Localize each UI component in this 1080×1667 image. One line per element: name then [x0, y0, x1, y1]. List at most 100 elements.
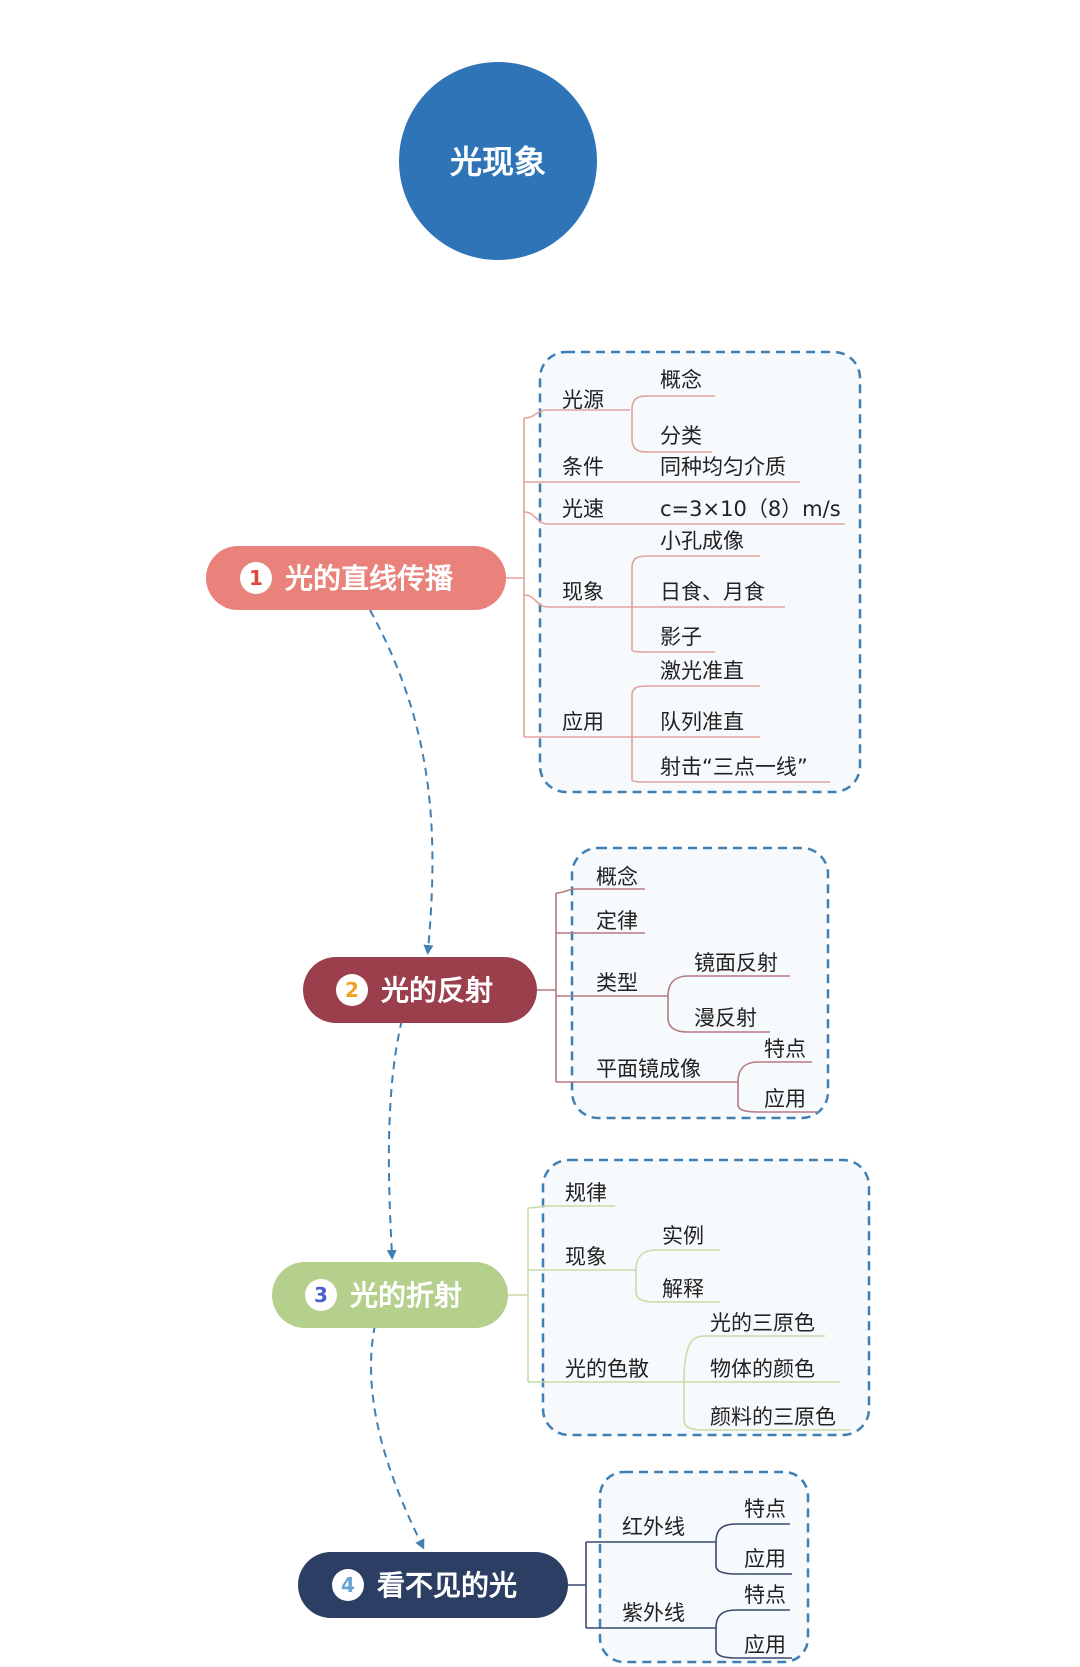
- b1-rishi-label: 日食、月食: [660, 580, 765, 604]
- branch-1-lines: [506, 395, 845, 783]
- b1-jiezhi-label: 同种均匀介质: [660, 455, 786, 479]
- branch-2-trunk: [537, 893, 557, 1082]
- group-boxes: [538, 350, 871, 1664]
- b3-shili-label: 实例: [662, 1224, 704, 1248]
- root-label: 光现象: [450, 143, 546, 181]
- branch-4-trunk: [568, 1542, 587, 1628]
- branch-2-labels: 概念 定律 类型 镜面反射 漫反射 平面镜成像 特点 应用: [596, 865, 806, 1111]
- branch-3-number-badge: [305, 1279, 337, 1311]
- b1-xiaokong-label: 小孔成像: [660, 529, 744, 553]
- branch-3: 3 光的折射 规律 现象 实例 解释 光的色散 光的三原色 物体的颜色 颜料的三…: [272, 1181, 850, 1431]
- b3-edge-guilv: [527, 1205, 615, 1209]
- branch-4-lines: [568, 1523, 792, 1659]
- branch-connectors: [369, 609, 434, 1550]
- b2-gainian-label: 概念: [596, 865, 638, 889]
- b1-guangyuan-label: 光源: [562, 388, 604, 412]
- b2-tedian-label: 特点: [764, 1037, 806, 1061]
- b4-ziwai-tedian-label: 特点: [744, 1583, 786, 1607]
- b3-guang-sanyuanse-label: 光的三原色: [710, 1311, 815, 1335]
- b2-edge-gainian: [555, 888, 645, 894]
- b3-xianxiang-label: 现象: [565, 1245, 607, 1269]
- b3-sesan-label: 光的色散: [565, 1357, 649, 1381]
- branch-4: 4 看不见的光 红外线 特点 应用 紫外线 特点 应用: [298, 1497, 792, 1659]
- branch-4-label: 看不见的光: [377, 1569, 517, 1602]
- b1-fenlei-label: 分类: [660, 424, 702, 448]
- connector-3-4: [370, 1324, 425, 1550]
- b4-sub-hongwai: [715, 1523, 792, 1575]
- branch-2-lines: [537, 888, 818, 1113]
- branch-3-pill-bg: [272, 1262, 508, 1328]
- b1-sudu-label: c=3×10（8）m/s: [660, 497, 841, 521]
- b2-jingmian-label: 镜面反射: [694, 951, 778, 975]
- b1-duilie-label: 队列准直: [660, 710, 744, 734]
- branch-1: 1 光的直线传播 光源 概念 分类 条件 同种均匀介质 光速 c=3×10（8）…: [206, 368, 845, 783]
- branch-3-labels: 规律 现象 实例 解释 光的色散 光的三原色 物体的颜色 颜料的三原色: [565, 1181, 836, 1429]
- b4-ziwai-label: 紫外线: [622, 1601, 685, 1625]
- branch-4-labels: 红外线 特点 应用 紫外线 特点 应用: [622, 1497, 786, 1657]
- branch-4-pill[interactable]: 4 看不见的光: [298, 1552, 568, 1618]
- b2-yingyong-label: 应用: [764, 1087, 806, 1111]
- branch-3-number: 3: [314, 1283, 328, 1307]
- connector-1-2: [369, 609, 434, 955]
- branch-4-number-badge: [332, 1569, 364, 1601]
- branch-2-label: 光的反射: [380, 974, 493, 1007]
- b1-sub-xianxiang: [630, 555, 785, 653]
- b2-manfanshe-label: 漫反射: [694, 1006, 757, 1030]
- b3-sub-sesan: [683, 1335, 850, 1431]
- branch-2-number: 2: [345, 978, 359, 1002]
- branch-1-trunk: [506, 418, 525, 737]
- b2-dinglv-label: 定律: [596, 909, 638, 933]
- branch-2-pill[interactable]: 2 光的反射: [303, 957, 537, 1023]
- b1-yingyong-label: 应用: [562, 710, 604, 734]
- b3-yanliao-sanyuanse-label: 颜料的三原色: [710, 1405, 836, 1429]
- branch-4-number: 4: [341, 1573, 355, 1597]
- b4-hongwai-yingyong-label: 应用: [744, 1547, 786, 1571]
- b1-sub-yingyong: [630, 685, 830, 783]
- branch-1-pill[interactable]: 1 光的直线传播: [206, 546, 506, 610]
- b4-ziwai-yingyong-label: 应用: [744, 1633, 786, 1657]
- b4-sub-ziwai: [715, 1609, 792, 1659]
- branch-1-label: 光的直线传播: [284, 562, 454, 595]
- b2-leixing-label: 类型: [596, 971, 638, 995]
- branch-2: 2 光的反射 概念 定律 类型 镜面反射 漫反射 平面镜成像 特点 应用: [303, 865, 818, 1113]
- group-box-1: [538, 350, 862, 794]
- b1-sheji-label: 射击“三点一线”: [660, 755, 808, 779]
- b4-hongwai-label: 红外线: [622, 1515, 685, 1539]
- b1-sub-guangyuan: [631, 395, 715, 453]
- b2-pingmian-label: 平面镜成像: [596, 1057, 701, 1081]
- branch-3-pill[interactable]: 3 光的折射: [272, 1262, 508, 1328]
- b2-sub-pingmian: [737, 1061, 818, 1113]
- b1-xianxiang-label: 现象: [562, 580, 604, 604]
- b3-guilv-label: 规律: [565, 1181, 607, 1205]
- b3-jieshi-label: 解释: [662, 1277, 704, 1301]
- root-node[interactable]: 光现象: [399, 62, 597, 260]
- b2-sub-leixing: [667, 975, 790, 1033]
- branch-4-pill-bg: [298, 1552, 568, 1618]
- group-box-3: [541, 1158, 871, 1437]
- b1-edge-xianxiang: [523, 594, 630, 608]
- b3-wuti-yanse-label: 物体的颜色: [710, 1357, 815, 1381]
- branch-1-number: 1: [249, 566, 263, 590]
- connector-2-3: [386, 1019, 403, 1260]
- branch-3-trunk: [508, 1208, 529, 1382]
- root-circle: [399, 62, 597, 260]
- group-box-2: [570, 846, 830, 1120]
- b3-sub-xianxiang: [635, 1249, 720, 1303]
- b1-tiaojian-label: 条件: [562, 455, 604, 479]
- branch-2-pill-bg: [303, 957, 537, 1023]
- branch-3-label: 光的折射: [349, 1279, 462, 1312]
- b1-gainian-label: 概念: [660, 368, 702, 392]
- b1-edge-guangsu: [523, 511, 630, 525]
- branch-3-lines: [508, 1205, 850, 1431]
- branch-1-labels: 光源 概念 分类 条件 同种均匀介质 光速 c=3×10（8）m/s 现象 小孔…: [562, 368, 841, 779]
- branch-1-pill-bg: [206, 546, 506, 610]
- branch-2-number-badge: [336, 974, 368, 1006]
- b1-jiguang-label: 激光准直: [660, 659, 744, 683]
- b1-guangsu-label: 光速: [562, 497, 604, 521]
- b4-hongwai-tedian-label: 特点: [744, 1497, 786, 1521]
- group-box-4: [598, 1470, 810, 1664]
- b1-edge-guangyuan: [523, 409, 630, 419]
- branch-1-number-badge: [240, 562, 272, 594]
- b1-yingzi-label: 影子: [660, 625, 702, 649]
